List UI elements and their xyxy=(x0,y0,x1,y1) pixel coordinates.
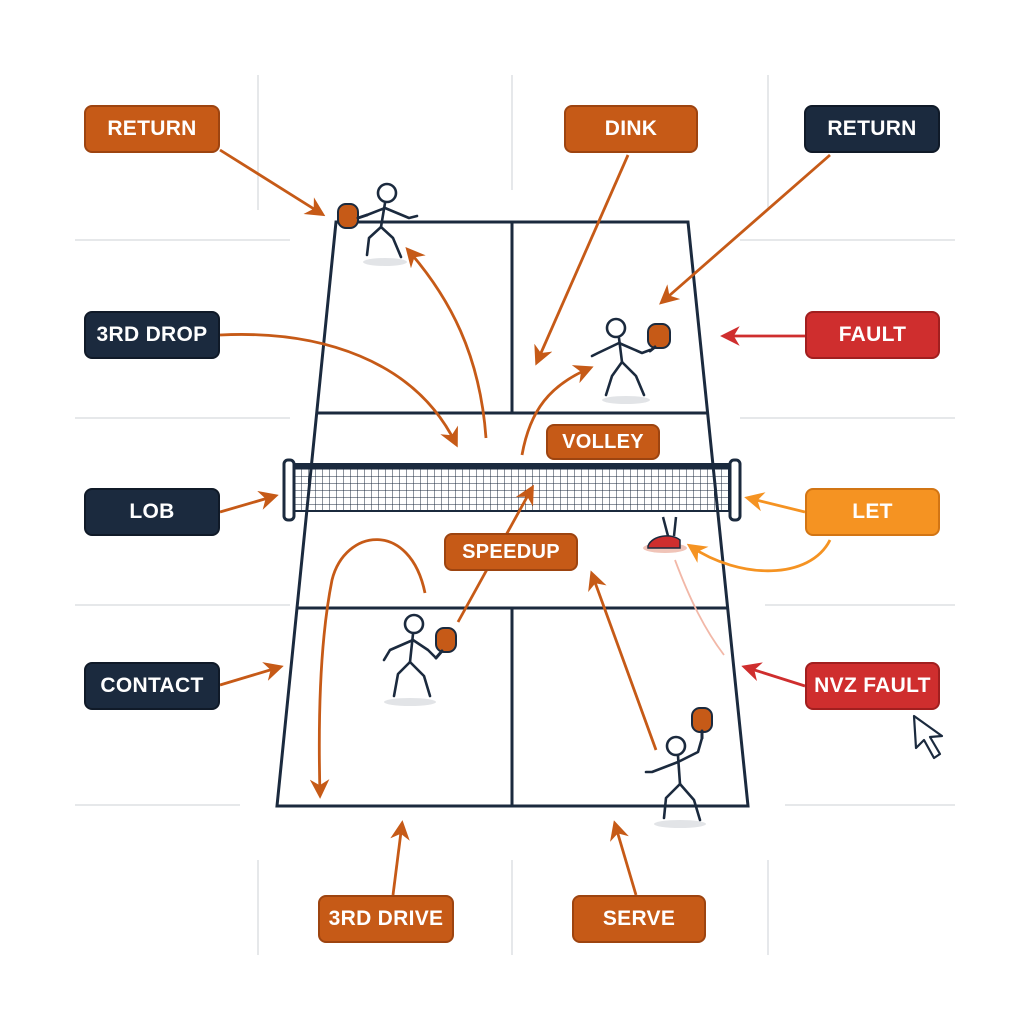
background-grid xyxy=(75,75,955,955)
label-contact: CONTACT xyxy=(84,662,220,710)
label-volley: VOLLEY xyxy=(546,424,660,460)
shoe-icon xyxy=(643,516,687,553)
label-return-right: RETURN xyxy=(804,105,940,153)
arrow-lob-arc xyxy=(309,538,427,799)
let-arrows xyxy=(674,492,832,656)
arrow-serve-path xyxy=(588,570,658,751)
arrow-let xyxy=(744,492,806,514)
net-icon xyxy=(282,458,742,522)
player-icon xyxy=(382,613,457,706)
arrow-third-drop xyxy=(219,333,458,448)
arrow-let-curve xyxy=(686,539,832,573)
ball-trail xyxy=(674,559,725,656)
label-third-drive: 3RD DRIVE xyxy=(318,895,454,943)
label-nvz-fault: NVZ FAULT xyxy=(805,662,940,710)
player-icon xyxy=(337,182,419,266)
paddle-icon xyxy=(691,707,713,740)
label-lob: LOB xyxy=(84,488,220,536)
arrow-nvz-fault xyxy=(741,662,806,688)
label-dink: DINK xyxy=(564,105,698,153)
label-let: LET xyxy=(805,488,940,536)
arrow-volley-up xyxy=(520,365,594,456)
label-fault: FAULT xyxy=(805,311,940,359)
arrow-return-left xyxy=(219,148,326,217)
arrow-third-drive xyxy=(390,820,410,896)
label-serve: SERVE xyxy=(572,895,706,943)
shot-arrows xyxy=(219,148,831,896)
arrow-serve xyxy=(610,820,638,896)
paddle-icon xyxy=(647,323,671,353)
cursor-icon xyxy=(912,714,944,760)
label-third-drop: 3RD DROP xyxy=(84,311,220,359)
court-outline xyxy=(275,220,750,808)
label-return-left: RETURN xyxy=(84,105,220,153)
paddle-icon xyxy=(434,627,457,660)
player-icon xyxy=(590,317,671,404)
arrow-contact xyxy=(219,662,284,687)
arrow-far-player-return xyxy=(405,247,488,439)
arrow-lob-label xyxy=(219,490,279,514)
player-icon xyxy=(644,707,713,828)
fault-arrows xyxy=(720,326,806,688)
arrow-dink xyxy=(534,154,630,366)
arrow-return-right xyxy=(659,153,831,305)
label-speedup: SPEEDUP xyxy=(444,533,578,571)
court xyxy=(275,220,750,808)
paddle-icon xyxy=(337,203,369,229)
